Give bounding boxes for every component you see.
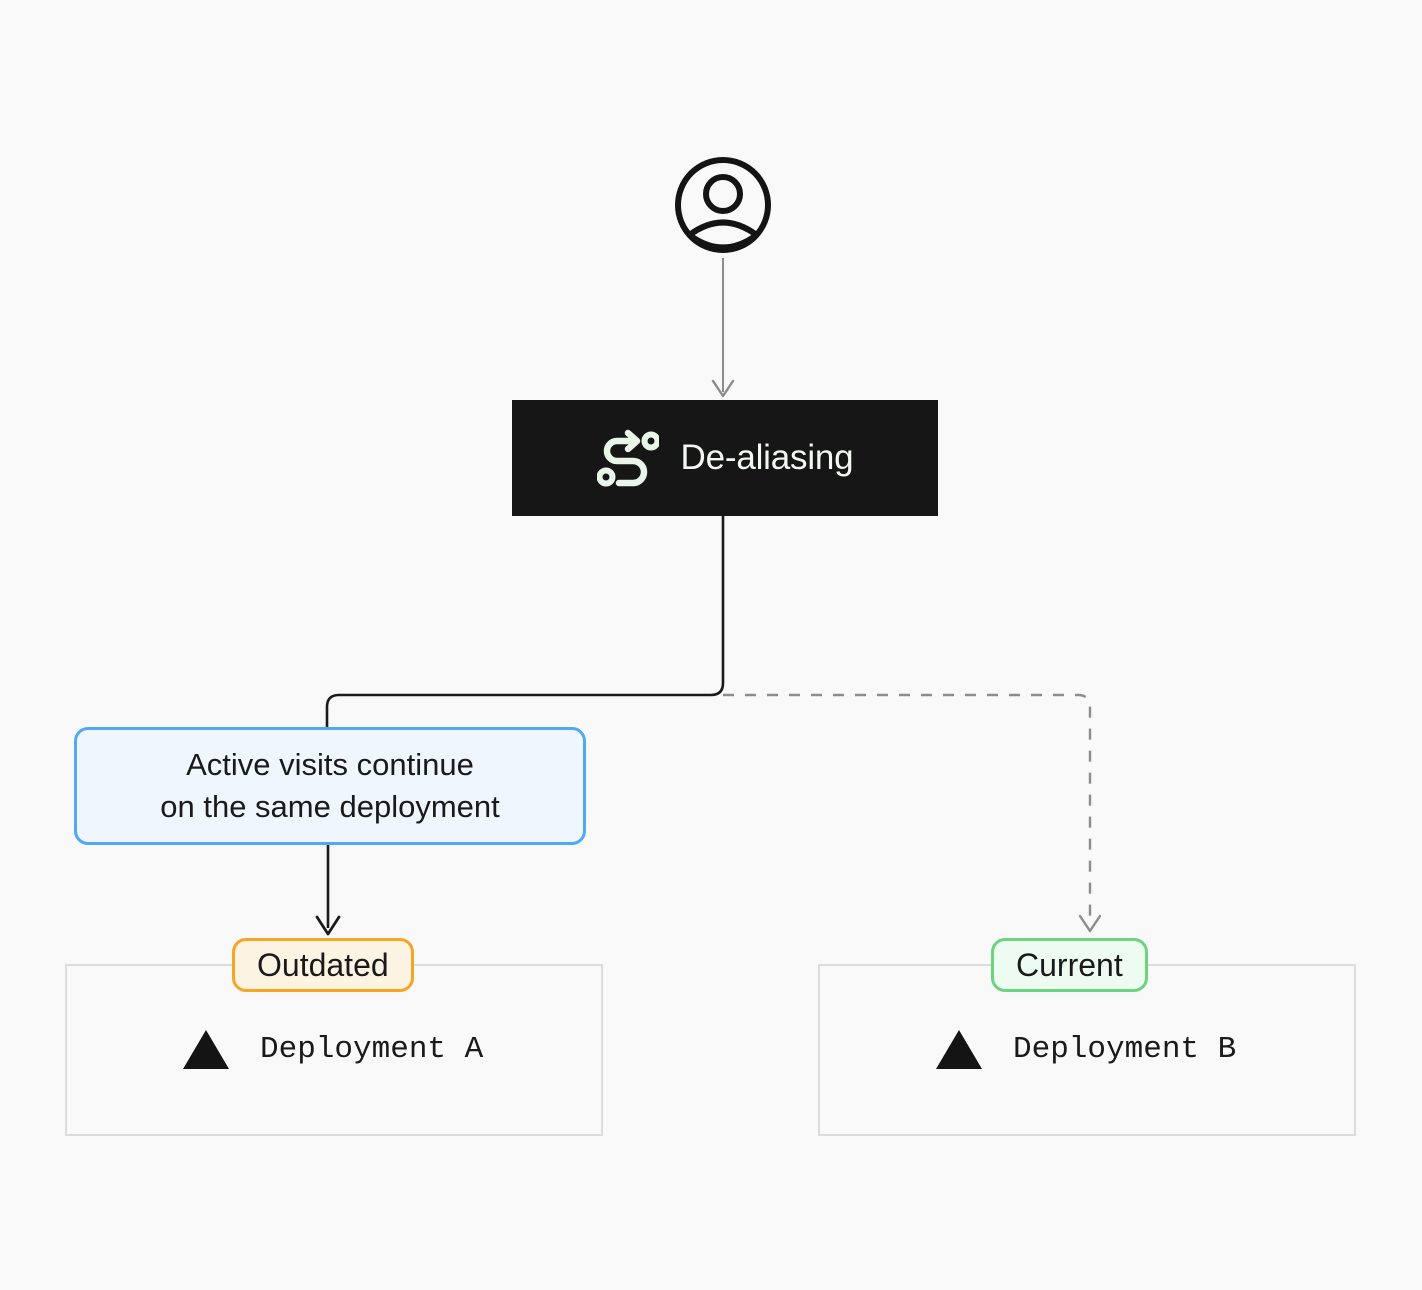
de-aliasing-node[interactable]: De-aliasing (512, 400, 938, 516)
user-avatar-node[interactable] (670, 152, 776, 258)
status-badge-current[interactable]: Current (991, 938, 1148, 992)
route-icon (596, 429, 659, 487)
deployment-b-name: Deployment B (1013, 1031, 1237, 1067)
note-line-2: on the same deployment (160, 789, 500, 824)
deployment-b-row[interactable]: Deployment B (935, 1028, 1236, 1070)
vercel-triangle-icon (936, 1030, 982, 1069)
status-badge-outdated[interactable]: Outdated (232, 938, 414, 992)
deployment-a-name: Deployment A (260, 1031, 484, 1067)
note-line-1: Active visits continue (186, 747, 474, 782)
vercel-triangle-icon (183, 1030, 229, 1069)
de-aliasing-label: De-aliasing (680, 438, 854, 477)
edge-user-to-action (711, 258, 735, 398)
edge-action-to-current (723, 693, 1102, 933)
edge-action-to-note (325, 514, 725, 729)
deployment-a-row[interactable]: Deployment A (182, 1028, 483, 1070)
active-visits-note: Active visits continue on the same deplo… (74, 727, 586, 845)
user-avatar-icon (675, 157, 771, 253)
edge-note-to-outdated (315, 845, 341, 936)
